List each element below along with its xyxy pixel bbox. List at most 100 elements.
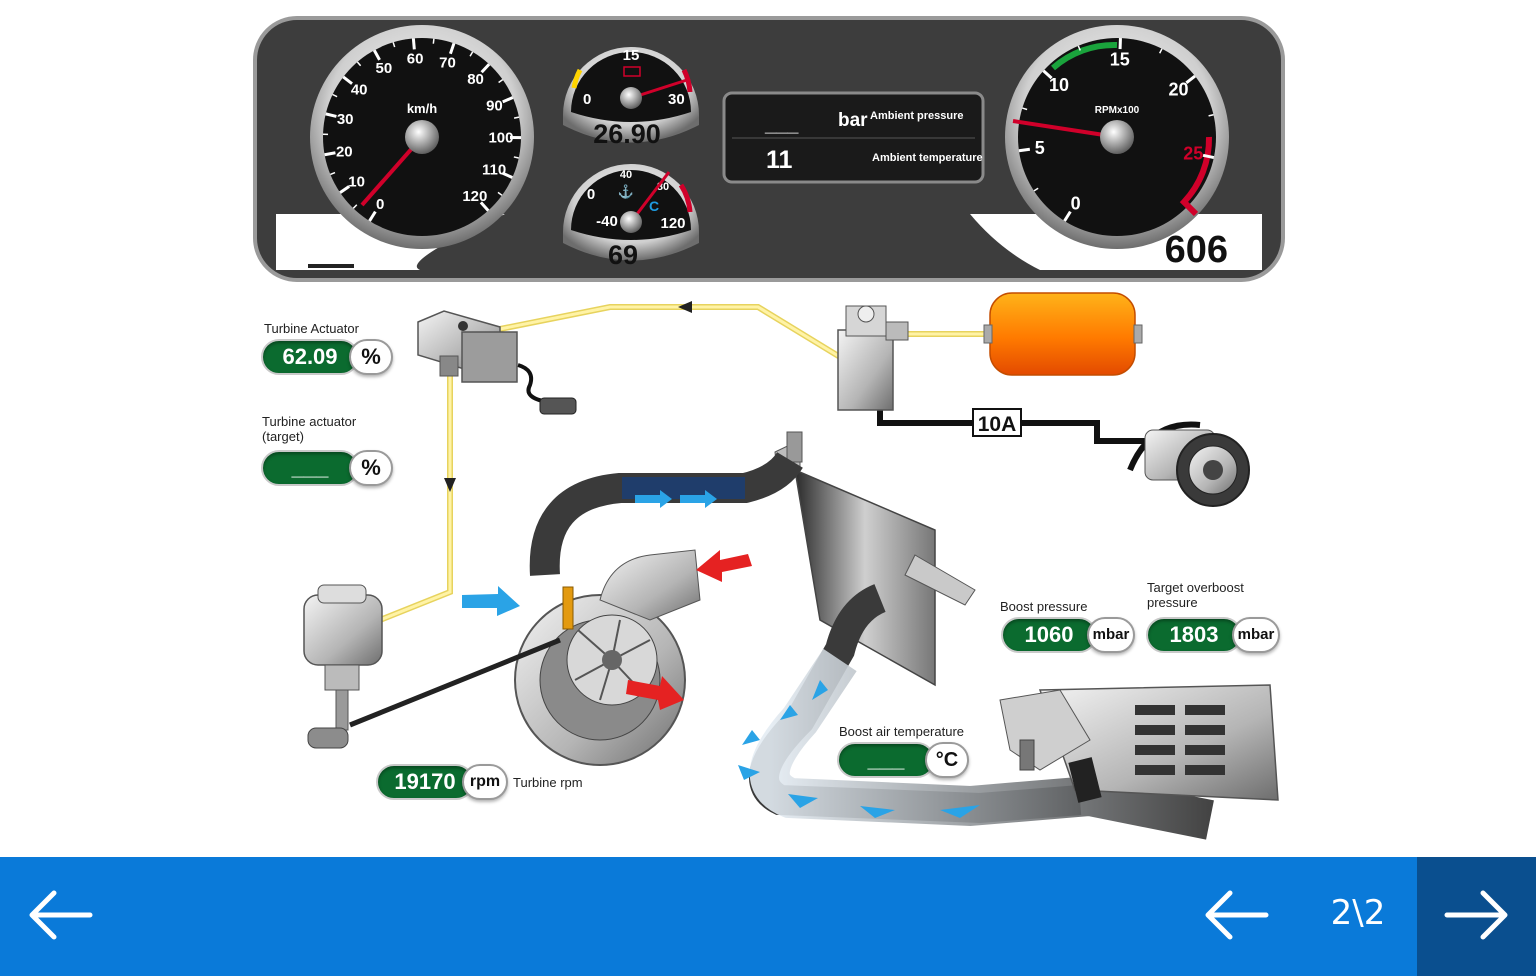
- boost-pressure-readout: 1060 mbar: [1001, 617, 1135, 653]
- boost-air-temperature-label: Boost air temperature: [839, 724, 965, 739]
- tachometer-tick-mark: [1042, 69, 1053, 80]
- airflow-arrow-icon: [788, 794, 818, 808]
- turbine-actuator: [303, 584, 561, 749]
- speedometer-tick-label: 110: [482, 162, 506, 179]
- solenoid-valve: [417, 310, 577, 415]
- connector-plug: [539, 397, 577, 415]
- speedometer-tick-mark: [324, 151, 336, 157]
- speedometer-tick-mark: [501, 171, 513, 179]
- airflow-arrow-icon: [780, 705, 798, 720]
- rpm-sensor: [562, 586, 574, 630]
- speedometer-tick-label: 40: [351, 81, 368, 98]
- target-overboost-value: 1803: [1146, 617, 1242, 653]
- fuel-icon: [623, 66, 641, 77]
- coolant-gauge: -40 0 40 80 120 ⚓ C 69: [563, 164, 699, 270]
- speedometer-tick-mark: [479, 201, 490, 212]
- airflow-arrow-icon: [940, 805, 980, 818]
- speedometer-tick-mark: [497, 191, 503, 196]
- speedometer-tick-label: 80: [467, 71, 484, 88]
- air-inlet-arrow-icon: [462, 586, 520, 616]
- next-page-button[interactable]: [1417, 857, 1536, 976]
- tachometer-tick-mark: [1185, 74, 1196, 85]
- airflow-arrow-icon: [738, 765, 760, 780]
- coolant-tick-n40: -40: [596, 213, 618, 230]
- speedometer-tick-mark: [339, 185, 351, 194]
- fuel-value: 26.90: [593, 119, 661, 149]
- target-overboost-label-line1: Target overboost: [1147, 580, 1244, 595]
- tachometer-tick-mark: [1202, 153, 1215, 160]
- speedometer-tick-mark: [392, 42, 396, 48]
- fuel-tick-max: 30: [668, 91, 685, 108]
- ambient-info-display: ___ bar Ambient pressure 11 Ambient temp…: [722, 91, 985, 184]
- tachometer-tick-label: 25: [1183, 144, 1203, 164]
- arrow-left-icon: [1205, 890, 1269, 940]
- coolant-icon: ⚓: [618, 184, 634, 199]
- ambient-pressure-unit: bar: [838, 110, 868, 131]
- airflow-arrow-icon: [742, 730, 760, 745]
- speedometer-tick-label: 30: [337, 111, 354, 128]
- coolant-value: 69: [608, 240, 638, 270]
- tachometer-tick-mark: [1063, 210, 1072, 222]
- turbine-actuator-target-label-line2: (target): [262, 429, 304, 444]
- target-overboost-label-line2: pressure: [1147, 595, 1198, 610]
- tachometer-tick-label: 0: [1071, 193, 1081, 213]
- tachometer-tick-mark: [1033, 187, 1039, 192]
- back-button[interactable]: [20, 877, 100, 957]
- boost-pressure-unit: mbar: [1087, 617, 1135, 653]
- turbine-actuator-value: 62.09: [261, 339, 359, 375]
- tachometer-tick-mark: [1022, 107, 1028, 111]
- speedometer-tick-label: 20: [336, 143, 353, 160]
- fuel-tick-min: 0: [583, 91, 591, 108]
- tachometer-tick-label: 15: [1110, 49, 1130, 69]
- coolant-tick-40: 40: [620, 169, 632, 181]
- boost-air-temperature-readout: ___ °C: [837, 742, 969, 778]
- wiring: [378, 301, 1145, 623]
- speedometer-tick-mark: [356, 61, 362, 67]
- intake-hoses: [529, 451, 1214, 840]
- boost-air-temperature-value: ___: [837, 742, 935, 778]
- speedometer-tick-mark: [513, 156, 519, 159]
- airflow-arrow-icon: [680, 490, 717, 508]
- tachometer-value: 606: [1165, 229, 1228, 271]
- turbine-rpm-unit: rpm: [462, 764, 508, 800]
- previous-page-button[interactable]: [1196, 877, 1276, 957]
- speedometer-tick-label: 10: [348, 174, 365, 191]
- fuse-label: 10A: [978, 413, 1017, 436]
- turbine-actuator-target-label-line1: Turbine actuator: [262, 414, 357, 429]
- tachometer-unit: RPMx100: [1095, 105, 1140, 116]
- coolant-tick-120: 120: [660, 215, 685, 232]
- turbine-actuator-unit: %: [349, 339, 393, 375]
- tachometer-needle: [1012, 119, 1118, 139]
- tachometer-tick-mark: [1018, 147, 1031, 153]
- speedometer-tick-label: 70: [439, 54, 456, 71]
- airflow-arrow-icon: [860, 806, 895, 818]
- tachometer-tick-label: 5: [1035, 138, 1045, 158]
- speedometer-tick-mark: [469, 51, 474, 57]
- target-overboost-unit: mbar: [1232, 617, 1280, 653]
- speedometer-tick-label: 0: [376, 196, 384, 213]
- target-overboost-readout: 1803 mbar: [1146, 617, 1280, 653]
- airflow-arrow-icon: [812, 680, 828, 700]
- speedometer-tick-mark: [372, 49, 381, 61]
- air-tank: [983, 292, 1143, 376]
- speedometer-tick-label: 120: [462, 188, 487, 205]
- speedometer-tick-mark: [332, 93, 338, 98]
- speedometer-tick-mark: [342, 75, 353, 85]
- exhaust-out-arrow-icon: [626, 676, 684, 710]
- arrow-left-icon: [29, 890, 93, 940]
- tachometer-tick-mark: [1208, 113, 1214, 117]
- speedometer-tick-label: 90: [486, 98, 503, 115]
- speedometer-tick-mark: [432, 38, 435, 44]
- speedometer-tick-label: 60: [407, 51, 424, 68]
- turbine-rpm-readout: 19170 rpm: [376, 764, 508, 800]
- ambient-pressure-label: Ambient pressure: [870, 110, 964, 122]
- pressure-regulator: [837, 305, 909, 411]
- speedometer-tick-mark: [368, 210, 377, 222]
- fuse-10a: 10A: [972, 408, 1022, 437]
- tachometer-tick-mark: [1077, 45, 1081, 51]
